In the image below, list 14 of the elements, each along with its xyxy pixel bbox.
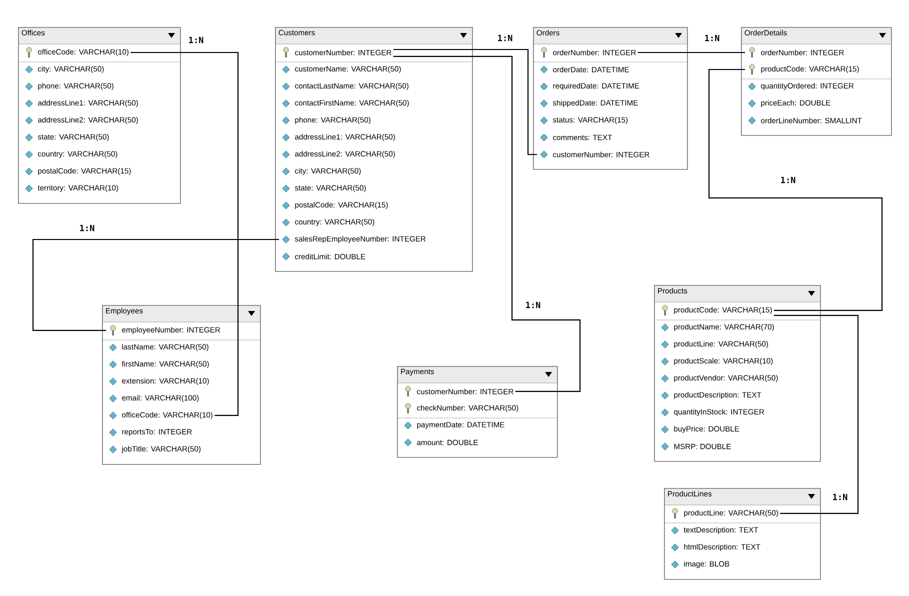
edge-label: 1:N xyxy=(831,492,849,502)
connector-line xyxy=(774,314,859,514)
edge-label: 1:N xyxy=(524,300,542,310)
connector-line xyxy=(393,56,581,392)
connector-line xyxy=(130,52,239,416)
edge-label: 1:N xyxy=(496,34,514,42)
connector-line xyxy=(708,68,883,312)
edge-label: 1:N xyxy=(703,34,721,42)
edge-label: 1:N xyxy=(78,224,96,232)
edge-label: 1:N xyxy=(779,176,797,184)
connector-line xyxy=(32,238,279,332)
connector-line xyxy=(393,48,537,156)
connector-line xyxy=(638,52,745,54)
edge-label: 1:N xyxy=(187,36,205,44)
